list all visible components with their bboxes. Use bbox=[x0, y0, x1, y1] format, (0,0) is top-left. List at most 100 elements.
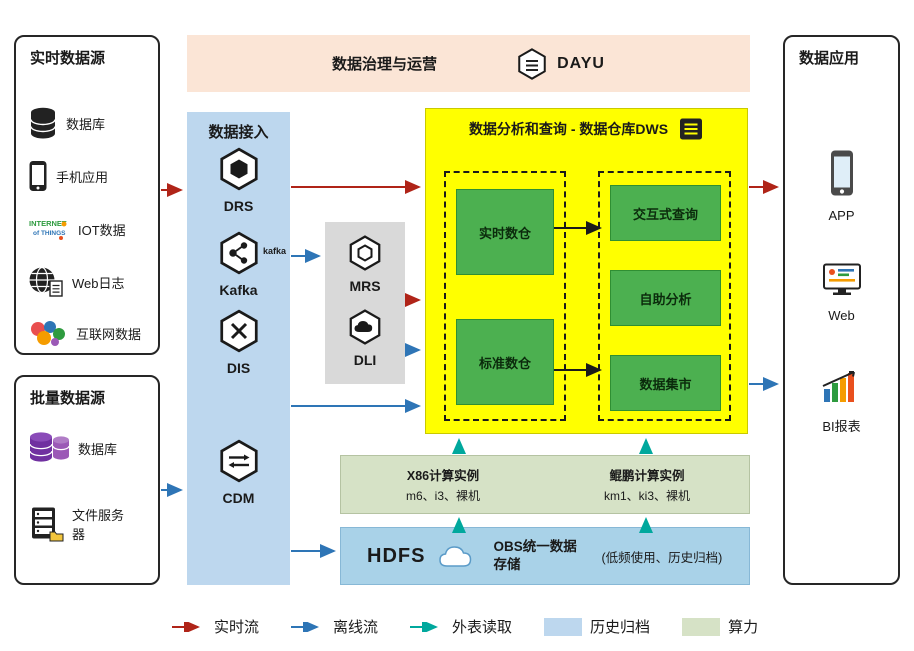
teal-arrow-icon bbox=[410, 621, 439, 632]
list-item: 文件服务器 bbox=[16, 495, 158, 553]
kafka-icon bbox=[216, 230, 262, 276]
service-label: Kafka bbox=[219, 282, 258, 298]
dws-interactive-query: 交互式查询 bbox=[610, 185, 721, 241]
compute-group-kunpeng: 鲲鹏计算实例 km1、ki3、裸机 bbox=[545, 456, 749, 513]
list-item: 数据库 bbox=[16, 421, 158, 475]
compute-title: 鲲鹏计算实例 bbox=[609, 469, 685, 483]
monitor-icon bbox=[822, 263, 862, 297]
file-server-icon bbox=[28, 506, 64, 542]
database-purple-icon bbox=[28, 431, 70, 465]
service-label: DRS bbox=[223, 198, 254, 214]
panel-applications: 数据应用 APP Web BI报表 bbox=[783, 35, 900, 585]
source-label: 互联网数据 bbox=[76, 326, 142, 342]
app-item: BI报表 bbox=[785, 369, 898, 435]
legend-item-external-read: 外表读取 bbox=[410, 616, 512, 637]
red-arrow-icon bbox=[172, 621, 200, 632]
dli-icon bbox=[346, 308, 384, 346]
service-label: DLI bbox=[353, 352, 377, 368]
source-label: IOT数据 bbox=[78, 222, 126, 238]
dws-warehouse-group: 实时数仓 标准数仓 bbox=[444, 171, 566, 421]
panel-processing: MRS DLI bbox=[325, 222, 405, 384]
app-label: BI报表 bbox=[822, 419, 861, 434]
phone-icon bbox=[28, 160, 48, 192]
service-drs: DRS bbox=[187, 146, 290, 214]
legend: 实时流 离线流 外表读取 历史归档 算力 bbox=[172, 616, 758, 637]
mrs-icon bbox=[346, 234, 384, 272]
legend-item-archive: 历史归档 bbox=[544, 616, 650, 637]
panel-storage: HDFS OBS统一数据存储 (低频使用、历史归档) bbox=[340, 527, 750, 585]
internet-data-icon bbox=[28, 319, 68, 347]
compute-swatch bbox=[682, 617, 721, 636]
document-icon bbox=[678, 117, 704, 141]
legend-label: 实时流 bbox=[214, 619, 260, 636]
blue-arrow-icon bbox=[291, 621, 320, 632]
app-item: Web bbox=[785, 263, 898, 323]
phone-icon bbox=[828, 149, 856, 197]
source-label: 数据库 bbox=[66, 116, 106, 132]
app-item: APP bbox=[785, 149, 898, 223]
obs-title: OBS统一数据存储 bbox=[493, 539, 577, 572]
legend-item-offline-flow: 离线流 bbox=[291, 616, 378, 637]
dws-data-mart: 数据集市 bbox=[610, 355, 721, 411]
panel-title: 数据应用 bbox=[799, 50, 860, 67]
list-item: 互联网数据 bbox=[16, 309, 158, 357]
list-item: 数据库 bbox=[16, 99, 158, 147]
panel-title: 批量数据源 bbox=[30, 390, 106, 407]
service-mrs: MRS bbox=[325, 234, 405, 294]
governance-title: 数据治理与运营 bbox=[332, 56, 438, 73]
drs-icon bbox=[216, 146, 262, 192]
compute-detail: km1、ki3、裸机 bbox=[603, 489, 690, 503]
database-icon bbox=[28, 107, 58, 139]
compute-detail: m6、i3、裸机 bbox=[405, 489, 480, 503]
dayu-label: DAYU bbox=[557, 54, 605, 72]
panel-title: 数据接入 bbox=[208, 124, 269, 141]
panel-title: 实时数据源 bbox=[30, 50, 106, 67]
web-log-icon bbox=[28, 266, 64, 298]
source-label: 数据库 bbox=[78, 441, 118, 457]
legend-label: 离线流 bbox=[333, 619, 379, 636]
legend-item-realtime-flow: 实时流 bbox=[172, 616, 259, 637]
obs-cloud-icon bbox=[437, 542, 481, 570]
service-dli: DLI bbox=[325, 308, 405, 368]
compute-group-x86: X86计算实例 m6、i3、裸机 bbox=[341, 456, 545, 513]
app-label: Web bbox=[828, 308, 855, 323]
source-label: 手机应用 bbox=[56, 169, 109, 185]
list-item: 手机应用 bbox=[16, 152, 158, 200]
source-label: 文件服务器 bbox=[72, 508, 125, 542]
source-label: Web日志 bbox=[72, 275, 125, 291]
obs-note: (低频使用、历史归档) bbox=[601, 550, 723, 565]
panel-dws: 数据分析和查询 - 数据仓库DWS 实时数仓 标准数仓 交互式查询 自助分析 数… bbox=[425, 108, 748, 434]
compute-title: X86计算实例 bbox=[406, 469, 480, 483]
service-cdm: CDM bbox=[187, 438, 290, 506]
kafka-badge-label: kafka bbox=[262, 246, 286, 256]
dws-standard-warehouse: 标准数仓 bbox=[456, 319, 554, 405]
panel-ingestion: 数据接入 DRS kafka Kafka DIS CDM bbox=[187, 112, 290, 585]
legend-label: 历史归档 bbox=[590, 619, 651, 636]
dayu-brand: DAYU bbox=[515, 47, 605, 81]
legend-item-compute-power: 算力 bbox=[682, 616, 758, 637]
list-item: Web日志 bbox=[16, 258, 158, 306]
panel-compute: X86计算实例 m6、i3、裸机 鲲鹏计算实例 km1、ki3、裸机 bbox=[340, 455, 750, 514]
dws-title: 数据分析和查询 - 数据仓库DWS bbox=[468, 121, 669, 137]
panel-governance: 数据治理与运营 DAYU bbox=[187, 35, 750, 92]
dis-icon bbox=[216, 308, 262, 354]
service-dis: DIS bbox=[187, 308, 290, 376]
svg-text:of THINGS: of THINGS bbox=[33, 230, 66, 237]
service-label: MRS bbox=[349, 278, 381, 294]
app-label: APP bbox=[828, 208, 855, 223]
service-label: DIS bbox=[226, 360, 251, 376]
cdm-icon bbox=[216, 438, 262, 484]
hdfs-label: HDFS bbox=[367, 544, 426, 567]
dws-header: 数据分析和查询 - 数据仓库DWS bbox=[426, 109, 747, 141]
legend-label: 算力 bbox=[728, 619, 759, 636]
service-label: CDM bbox=[222, 490, 255, 506]
archive-swatch bbox=[544, 617, 583, 636]
dws-realtime-warehouse: 实时数仓 bbox=[456, 189, 554, 275]
legend-label: 外表读取 bbox=[452, 619, 513, 636]
bi-chart-icon bbox=[821, 369, 863, 405]
dayu-icon bbox=[515, 47, 549, 81]
panel-batch-sources: 批量数据源 数据库 文件服务器 bbox=[14, 375, 160, 585]
